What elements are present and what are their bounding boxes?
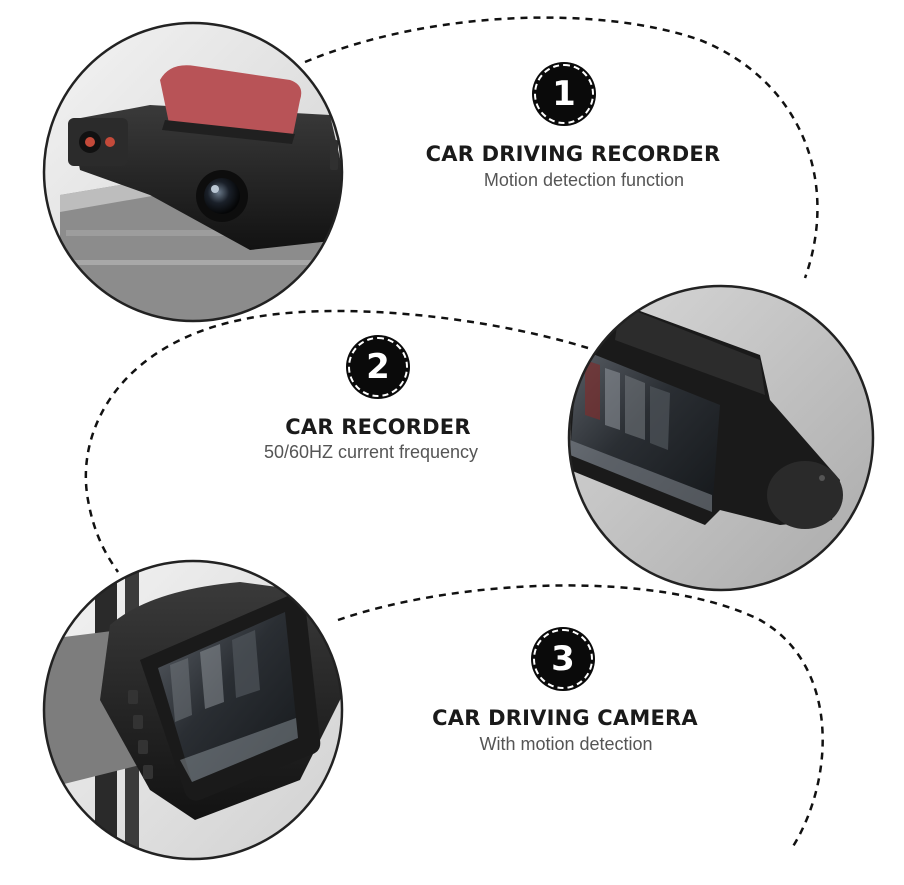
dashed-path-3 [337, 584, 824, 849]
dashed-path-1 [304, 16, 819, 279]
dash-cam-front-screen-photo [42, 559, 344, 861]
feature-1-number-badge: 1 [534, 64, 594, 124]
feature-3-number: 3 [551, 639, 575, 679]
feature-1-title: CAR DRIVING RECORDER [425, 142, 721, 166]
feature-1-number: 1 [552, 74, 576, 114]
feature-2-number: 2 [366, 347, 390, 387]
feature-3-number-badge: 3 [533, 629, 593, 689]
feature-1-subtitle: Motion detection function [483, 170, 685, 190]
dashed-path-2 [84, 309, 589, 573]
feature-3-subtitle: With motion detection [479, 734, 653, 754]
dash-cam-rear-view-photo [42, 21, 344, 323]
dash-cam-screen-angle-photo [567, 284, 875, 592]
feature-2-subtitle: 50/60HZ current frequency [263, 442, 479, 462]
feature-3-title: CAR DRIVING CAMERA [432, 706, 698, 730]
feature-2-title: CAR RECORDER [285, 415, 471, 439]
feature-2-number-badge: 2 [348, 337, 408, 397]
